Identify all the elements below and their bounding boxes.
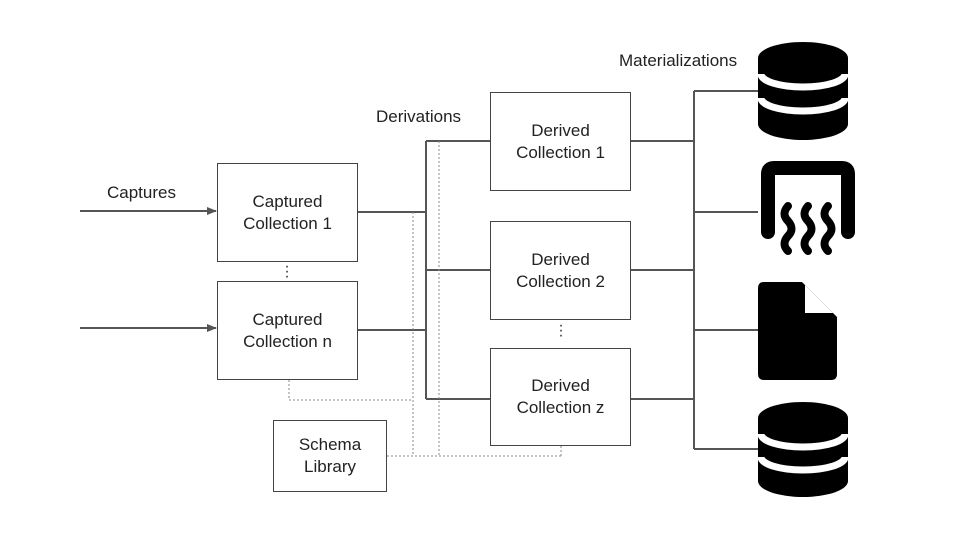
derived-collection-1-box: Derived Collection 1 bbox=[490, 92, 631, 191]
derived-collection-1-line2: Collection 1 bbox=[516, 142, 605, 162]
derived-collection-2-line2: Collection 2 bbox=[516, 271, 605, 291]
derivation-connectors bbox=[358, 140, 490, 400]
derivations-label: Derivations bbox=[376, 107, 462, 126]
captured-collection-1-line1: Captured bbox=[252, 191, 323, 211]
schema-library-box: Schema Library bbox=[273, 420, 387, 492]
captured-collection-n-box: Captured Collection n bbox=[217, 281, 358, 380]
derived-collection-2-line1: Derived bbox=[531, 249, 590, 269]
captures-label: Captures bbox=[107, 183, 176, 202]
derived-ellipsis: ··· bbox=[558, 317, 564, 344]
schema-library-line2: Library bbox=[304, 457, 356, 476]
captured-collection-n-line2: Collection n bbox=[243, 331, 332, 351]
derived-collection-1-line1: Derived bbox=[531, 120, 590, 140]
file-icon bbox=[758, 282, 837, 380]
derived-collection-z-box: Derived Collection z bbox=[490, 348, 631, 446]
database-icon bbox=[757, 42, 849, 140]
database-icon bbox=[757, 402, 849, 497]
captured-ellipsis: ··· bbox=[284, 258, 290, 285]
captured-collection-1-box: Captured Collection 1 bbox=[217, 163, 358, 262]
captured-collection-n-line1: Captured bbox=[252, 309, 323, 329]
materialization-connectors bbox=[631, 90, 758, 450]
schema-links bbox=[288, 141, 562, 457]
materializations-label: Materializations bbox=[619, 51, 738, 70]
schema-library-line1: Schema bbox=[298, 435, 362, 454]
derived-collection-z-line1: Derived bbox=[531, 376, 590, 395]
stream-icon bbox=[761, 161, 855, 255]
captured-collection-1-line2: Collection 1 bbox=[243, 213, 332, 233]
derived-collection-2-box: Derived Collection 2 bbox=[490, 221, 631, 320]
derived-collection-z-line2: Collection z bbox=[516, 398, 605, 417]
